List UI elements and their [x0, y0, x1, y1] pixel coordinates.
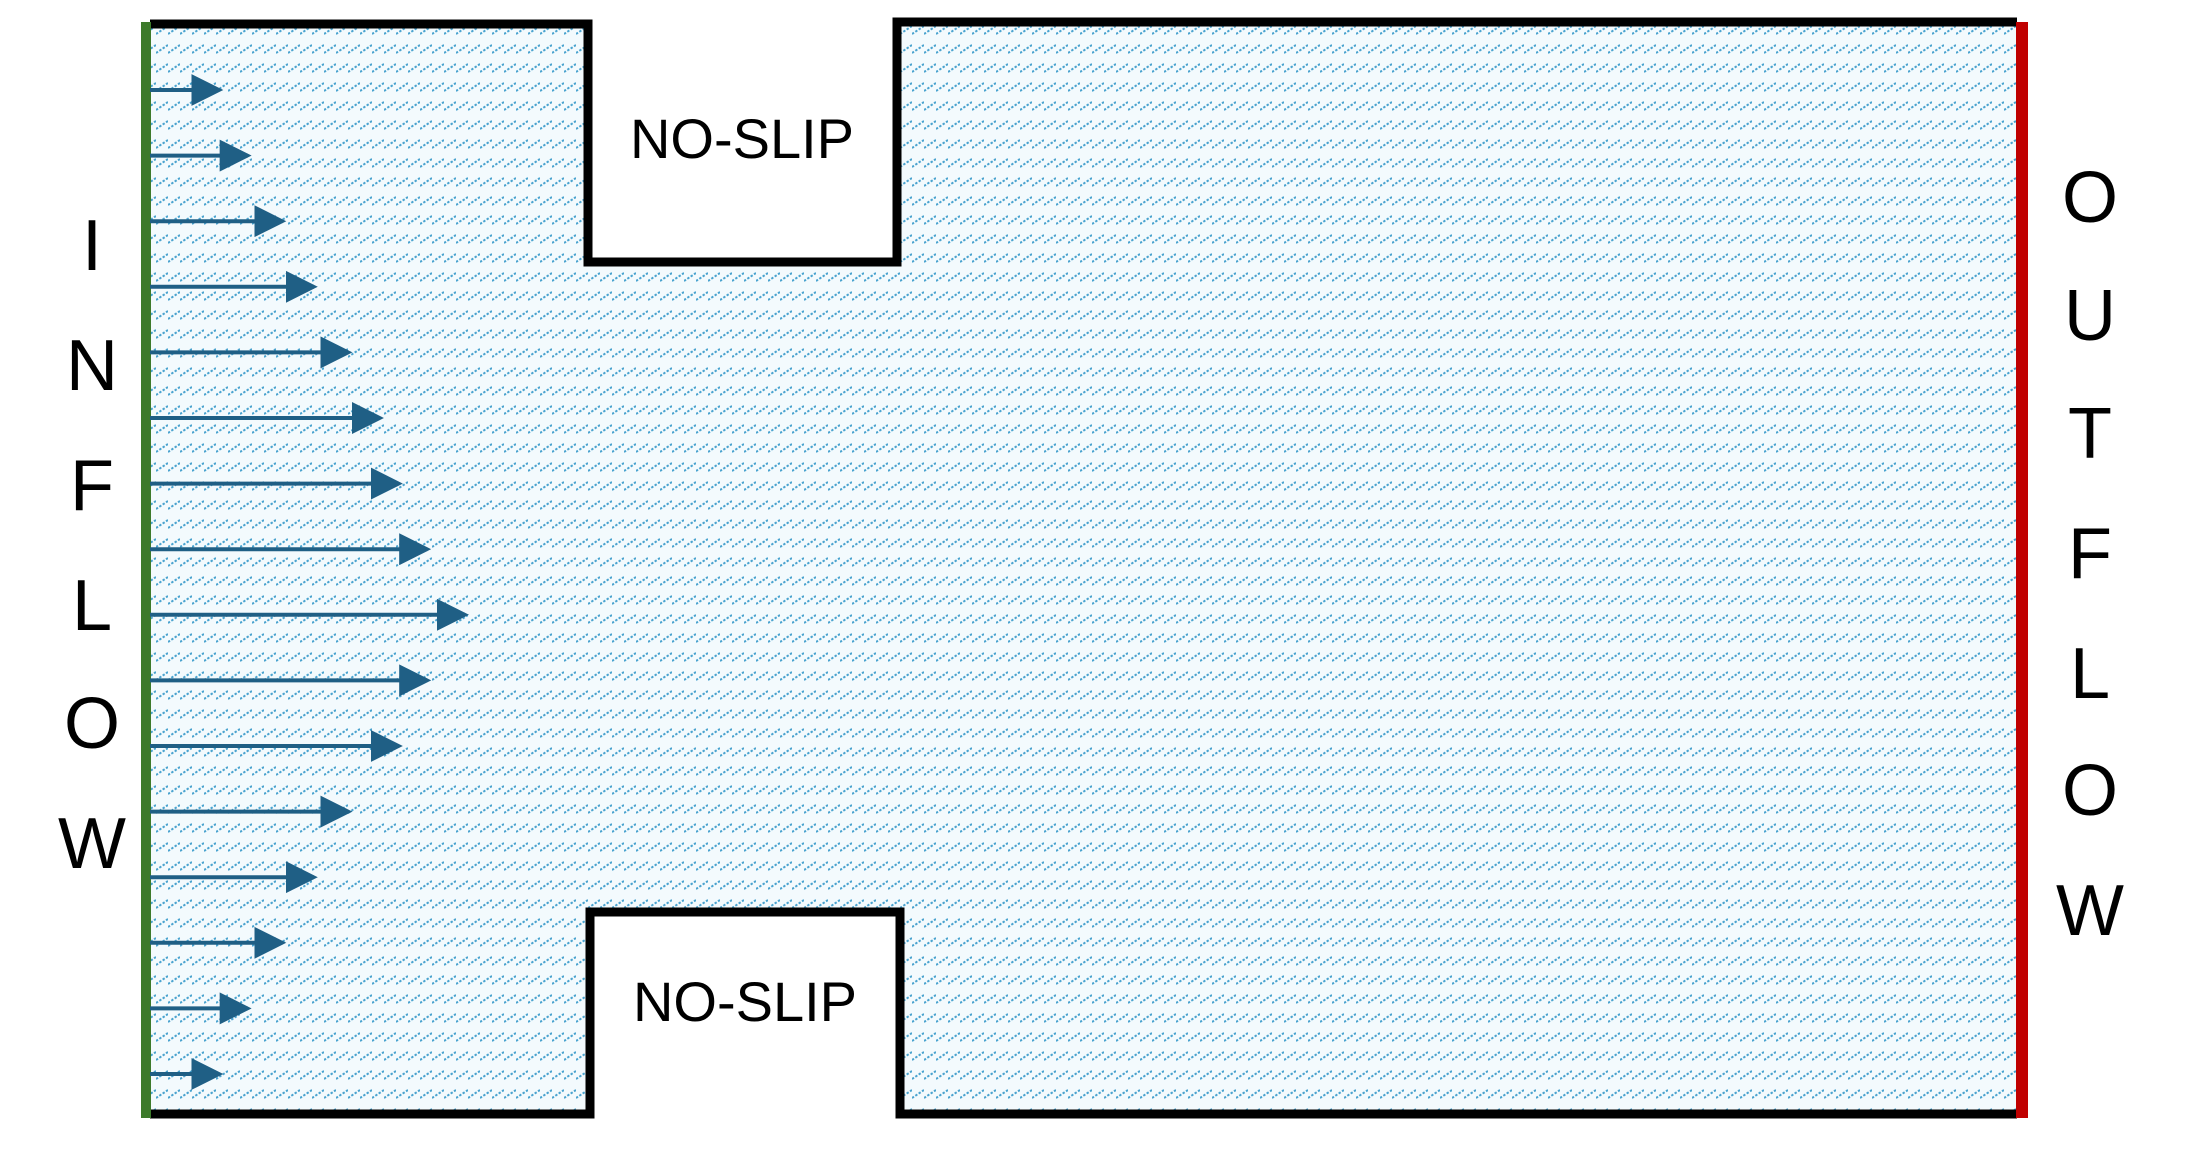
inflow-letter: I: [82, 206, 102, 286]
top-obstacle: [588, 24, 897, 262]
top-obstacle-label: NO-SLIP: [630, 107, 854, 170]
outflow-letter: W: [2056, 871, 2124, 951]
top-wall: [150, 17, 2017, 267]
outflow-label: O U T F L O W: [2056, 158, 2124, 951]
outflow-letter: T: [2068, 394, 2112, 474]
outflow-letter: L: [2070, 634, 2110, 714]
inflow-label: I N F L O W: [58, 206, 126, 884]
inflow-letter: L: [72, 566, 112, 646]
outflow-letter: O: [2062, 158, 2118, 238]
inflow-velocity-profile: [150, 74, 469, 1090]
bottom-wall: [150, 907, 2017, 1119]
bottom-obstacle-label: NO-SLIP: [633, 970, 857, 1033]
inflow-letter: W: [58, 804, 126, 884]
outflow-letter: O: [2062, 751, 2118, 831]
outflow-letter: F: [2068, 514, 2112, 594]
outflow-letter: U: [2064, 276, 2116, 356]
inflow-letter: N: [66, 326, 118, 406]
inflow-letter: F: [70, 446, 114, 526]
inflow-letter: O: [64, 684, 120, 764]
fluid-region: [150, 22, 2017, 1114]
bottom-obstacle: [590, 912, 900, 1116]
